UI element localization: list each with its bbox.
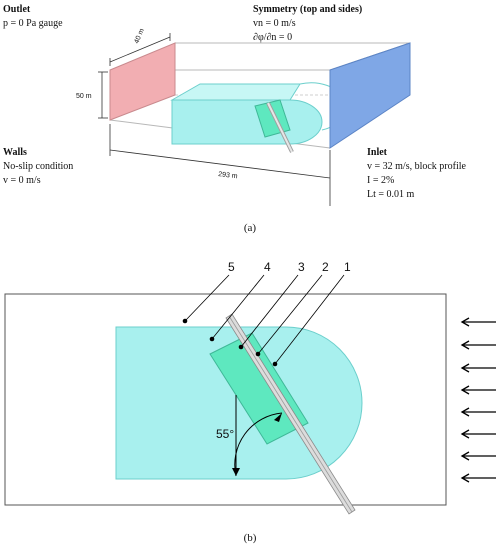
inlet-annotation: Inlet v = 32 m/s, block profile I = 2% L… [367,147,467,200]
angle-arc [234,412,283,477]
block [209,332,309,445]
panel-a-3d-domain [109,42,411,153]
flow-arrowhead [460,317,470,327]
outlet-title: Outlet [3,4,31,15]
walls-line1: No-slip condition [3,161,73,172]
angle-arrowhead-bottom [232,468,240,476]
flow-arrowhead [460,407,470,417]
depth-label: 40 m [133,28,146,45]
symmetry-line1: vn = 0 m/s [253,18,296,29]
symmetry-line2: ∂φ/∂n = 0 [253,32,292,43]
inlet-title: Inlet [367,147,388,158]
caption-a: (a) [244,222,257,234]
symmetry-title: Symmetry (top and sides) [253,4,362,15]
flow-arrowhead [460,340,470,350]
dot-4 [209,336,215,342]
walls-line2: v = 0 m/s [3,175,41,186]
label-2: 2 [322,260,329,274]
leader-4 [211,274,265,340]
leader-2 [257,274,323,355]
symmetry-annotation: Symmetry (top and sides) vn = 0 m/s ∂φ/∂… [253,4,362,43]
dimension-length: 293 m [109,124,331,206]
platform-body [171,99,323,145]
caption-b: (b) [244,532,257,544]
angle-arrowhead-top [274,413,282,422]
height-label: 50 m [76,93,92,100]
inlet-line1: v = 32 m/s, block profile [367,161,467,172]
dot-2 [255,351,261,357]
flow-arrowhead [460,363,470,373]
flow-arrowhead [460,451,470,461]
label-4: 4 [264,260,271,274]
inlet-face [329,42,411,149]
leader-5 [184,274,230,322]
inlet-line3: Lt = 0.01 m [367,189,415,200]
platform-top [170,83,301,101]
outlet-face [109,42,176,121]
platform [115,326,363,480]
dimension-height: 50 m [76,71,108,119]
rod-centerline [228,315,353,513]
walls-annotation: Walls No-slip condition v = 0 m/s [3,147,73,186]
dot-5 [182,318,188,324]
walls-title: Walls [3,147,27,158]
leader-3 [240,274,299,348]
flow-arrowhead [460,473,470,483]
length-dim-line [109,149,331,179]
dot-3 [238,344,244,350]
flow-arrowhead [460,429,470,439]
length-label: 293 m [218,171,238,180]
label-5: 5 [228,260,235,274]
outlet-pressure: p = 0 Pa gauge [3,18,63,29]
outlet-annotation: Outlet p = 0 Pa gauge [3,4,63,29]
label-1: 1 [344,260,351,274]
inflow-arrows [460,317,496,483]
flow-arrowhead [460,385,470,395]
label-3: 3 [298,260,305,274]
inlet-line2: I = 2% [367,175,394,186]
rod-highlight [267,102,293,153]
dot-1 [272,361,278,367]
leader-1 [274,274,345,365]
panel-b-plan-view: 55° 5 4 3 2 1 [4,260,496,515]
angle-label: 55° [216,427,234,441]
depth-dim-line [109,36,171,63]
